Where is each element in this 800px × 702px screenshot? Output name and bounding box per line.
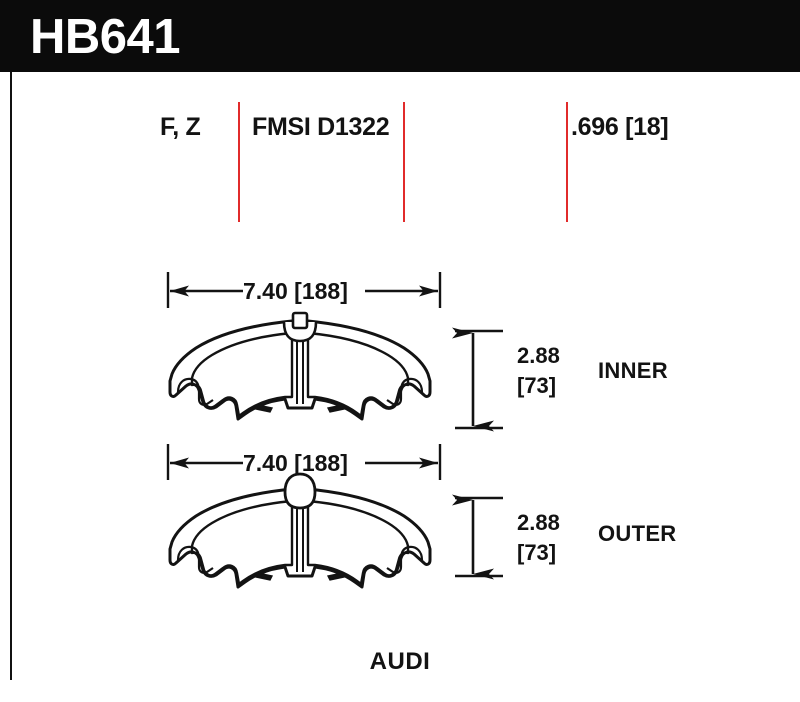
frame-left-border	[10, 72, 12, 680]
outer-brake-pad-outline	[168, 472, 432, 589]
inner-pad-width-label: 7.40 [188]	[243, 278, 348, 304]
outer-pad-height-mm: [73]	[517, 540, 557, 565]
spec-thickness: .696 [18]	[571, 113, 669, 141]
divider-red-3	[566, 102, 568, 222]
header-band	[0, 0, 800, 72]
inner-pad-height-label: 2.88 [73]	[517, 341, 560, 401]
page-title: HB641	[30, 10, 181, 64]
spec-compound: F, Z	[160, 113, 201, 141]
vehicle-brand-label: AUDI	[369, 648, 431, 675]
outer-pad-height-dimension	[452, 494, 503, 580]
divider-red-2	[403, 102, 405, 222]
outer-pad-position-label: OUTER	[598, 521, 677, 546]
inner-pad-height-mm: [73]	[517, 373, 557, 398]
inner-pad-position-label: INNER	[598, 358, 668, 383]
spec-fmsi-number: FMSI D1322	[252, 113, 390, 141]
inner-pad-height-dimension	[452, 327, 503, 432]
outer-pad-height-inches: 2.88	[517, 510, 560, 535]
outer-pad-height-label: 2.88 [73]	[517, 508, 560, 568]
outer-pad-width-label: 7.40 [188]	[243, 450, 348, 476]
inner-brake-pad-outline	[168, 311, 432, 421]
inner-pad-height-inches: 2.88	[517, 343, 560, 368]
divider-red-1	[238, 102, 240, 222]
